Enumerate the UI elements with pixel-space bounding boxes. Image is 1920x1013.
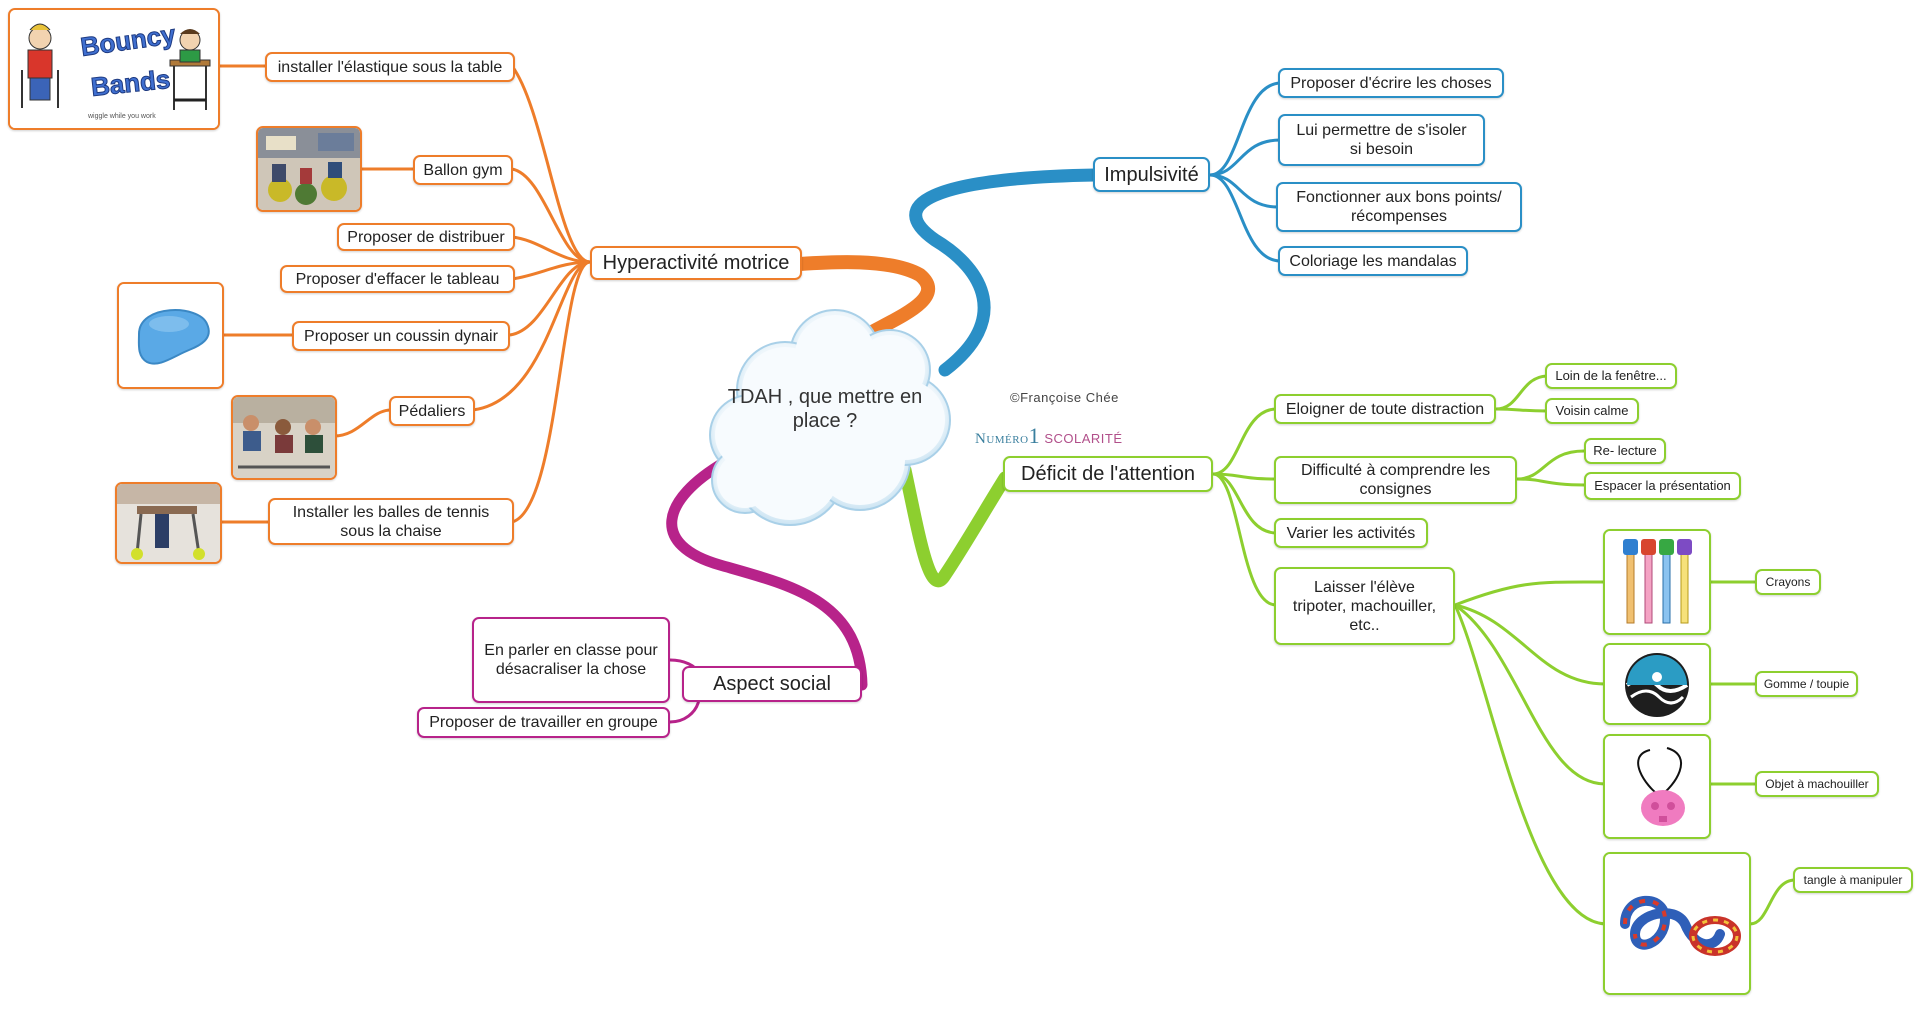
item-ecrire[interactable]: Proposer d'écrire les choses	[1278, 68, 1504, 98]
coussin-photo	[117, 282, 224, 389]
item-distraction[interactable]: Eloigner de toute distraction	[1274, 394, 1496, 424]
branch-social[interactable]: Aspect social	[682, 666, 862, 702]
sub-loin-fenetre[interactable]: Loin de la fenêtre...	[1545, 363, 1677, 389]
pencils-picture	[1605, 531, 1709, 633]
branch-connector-social	[666, 456, 868, 691]
item-elastique[interactable]: installer l'élastique sous la table	[265, 52, 515, 82]
crayons-photo	[1603, 529, 1711, 635]
item-ballon-gym[interactable]: Ballon gym	[413, 155, 513, 185]
label-objet-machouiller[interactable]: Objet à machouiller	[1755, 771, 1879, 797]
branch-connector-attention	[898, 463, 1012, 588]
label-gomme-toupie[interactable]: Gomme / toupie	[1755, 671, 1858, 697]
branch-connector-hyperactivite	[793, 255, 936, 347]
copyright-text: ©Françoise Chée	[1010, 390, 1119, 405]
tangle-photo	[1603, 852, 1751, 995]
item-varier[interactable]: Varier les activités	[1274, 518, 1428, 548]
sub-relecture[interactable]: Re- lecture	[1584, 438, 1666, 464]
logo-suffix: Scolarité	[1044, 431, 1123, 446]
item-isoler[interactable]: Lui permettre de s'isoler si besoin	[1278, 114, 1485, 166]
branch-impulsivite[interactable]: Impulsivité	[1093, 157, 1210, 192]
ballon-gym-photo	[256, 126, 362, 212]
chew-necklace-picture	[1605, 736, 1709, 837]
branch-connector-impulsivite	[909, 168, 1102, 377]
bouncy-bands-illustration: Bouncy Bands wiggle while you work	[10, 10, 218, 128]
item-en-parler[interactable]: En parler en classe pour désacraliser la…	[472, 617, 670, 703]
objet-machouiller-photo	[1603, 734, 1711, 839]
item-balles-tennis[interactable]: Installer les balles de tennis sous la c…	[268, 498, 514, 545]
item-effacer-tableau[interactable]: Proposer d'effacer le tableau	[280, 265, 515, 293]
pedaliers-photo	[231, 395, 337, 480]
label-crayons[interactable]: Crayons	[1755, 569, 1821, 595]
label-tangle[interactable]: tangle à manipuler	[1793, 867, 1913, 893]
classroom-balls-picture	[258, 128, 360, 210]
item-travailler-groupe[interactable]: Proposer de travailler en groupe	[417, 707, 670, 738]
bouncy-title-2: Bands	[89, 64, 171, 102]
branch-hyperactivite[interactable]: Hyperactivité motrice	[590, 246, 802, 280]
tangle-toy-picture	[1605, 854, 1749, 993]
item-bons-points[interactable]: Fonctionner aux bons points/ récompenses	[1276, 182, 1522, 232]
spinner-eraser-picture	[1605, 645, 1709, 723]
sub-voisin-calme[interactable]: Voisin calme	[1545, 398, 1639, 424]
central-cloud	[709, 309, 951, 526]
item-consignes[interactable]: Difficulté à comprendre les consignes	[1274, 456, 1517, 504]
logo-word: Numéro	[975, 431, 1029, 447]
bouncy-bands-image: Bouncy Bands wiggle while you work	[8, 8, 220, 130]
item-mandalas[interactable]: Coloriage les mandalas	[1278, 246, 1468, 276]
item-tripoter[interactable]: Laisser l'élève tripoter, machouiller, e…	[1274, 567, 1455, 645]
publisher-logo: Numéro1 Scolarité	[975, 423, 1123, 449]
item-pedaliers[interactable]: Pédaliers	[389, 396, 475, 426]
blue-cushion-picture	[119, 284, 222, 387]
item-distribuer[interactable]: Proposer de distribuer	[337, 223, 515, 251]
balles-tennis-photo	[115, 482, 222, 564]
bouncy-tagline: wiggle while you work	[87, 113, 156, 120]
central-topic[interactable]: TDAH , que mettre en place ?	[727, 386, 923, 432]
branch-attention[interactable]: Déficit de l'attention	[1003, 456, 1213, 492]
sub-espacer[interactable]: Espacer la présentation	[1584, 472, 1741, 500]
tennis-balls-chair-picture	[117, 484, 220, 562]
gomme-toupie-photo	[1603, 643, 1711, 725]
item-coussin[interactable]: Proposer un coussin dynair	[292, 321, 510, 351]
pedal-desks-picture	[233, 397, 335, 478]
logo-number: 1	[1028, 423, 1041, 448]
